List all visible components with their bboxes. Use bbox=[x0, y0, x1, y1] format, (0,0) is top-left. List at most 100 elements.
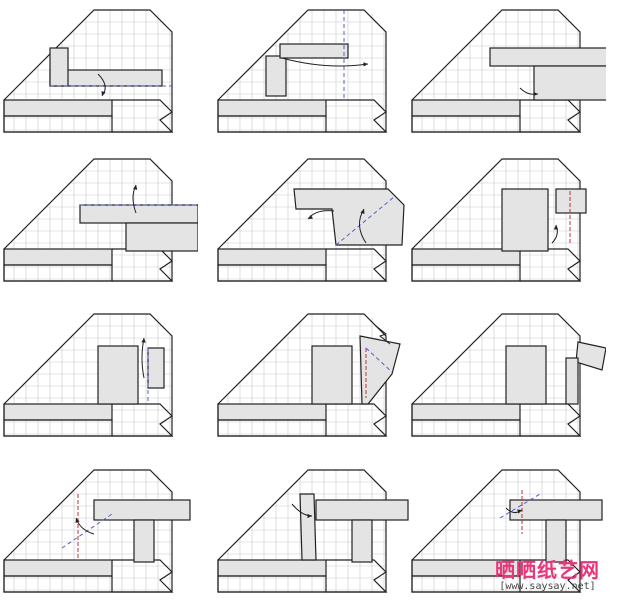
mask bbox=[2, 282, 198, 291]
step-11-drawing bbox=[216, 464, 412, 602]
fold-band bbox=[147, 347, 165, 389]
arrow-head bbox=[308, 214, 313, 219]
step-10-drawing bbox=[2, 464, 198, 602]
model-base bbox=[2, 308, 198, 446]
arrow-head bbox=[307, 513, 312, 519]
step-details bbox=[291, 493, 409, 563]
fold-band bbox=[489, 47, 606, 67]
model-base bbox=[410, 4, 606, 142]
outline bbox=[411, 9, 581, 133]
step-6-drawing bbox=[410, 153, 606, 291]
mask bbox=[216, 308, 308, 404]
mask bbox=[2, 4, 94, 100]
mask bbox=[2, 133, 198, 142]
fold-band bbox=[501, 188, 549, 252]
bottom-strip-low bbox=[3, 115, 113, 133]
fold-flap bbox=[575, 341, 606, 371]
step-details bbox=[501, 188, 587, 252]
arrow-head bbox=[133, 185, 138, 190]
zigzag-edge bbox=[112, 403, 174, 437]
step-2 bbox=[216, 4, 412, 142]
fold-band bbox=[97, 345, 139, 405]
fold-band bbox=[351, 519, 373, 563]
model-base bbox=[410, 308, 606, 446]
outline bbox=[411, 158, 581, 282]
arrow-head bbox=[533, 91, 538, 97]
zigzag-edge bbox=[112, 559, 174, 593]
mountain-line bbox=[499, 493, 541, 519]
zigzag-edge bbox=[326, 248, 388, 282]
mask bbox=[216, 133, 412, 142]
mask bbox=[2, 464, 94, 560]
step-4-drawing bbox=[2, 153, 198, 291]
zigzag-edge bbox=[326, 99, 388, 133]
bottom-strip-top bbox=[3, 248, 113, 266]
step-9-drawing bbox=[410, 308, 606, 446]
arrow bbox=[141, 337, 145, 379]
zigzag-edge bbox=[326, 559, 388, 593]
outline bbox=[217, 469, 387, 593]
fold-band bbox=[533, 65, 606, 101]
step-details bbox=[505, 341, 606, 405]
bottom-strip-top bbox=[217, 403, 327, 421]
mask bbox=[364, 464, 412, 602]
model-base bbox=[2, 464, 198, 602]
fold-flap bbox=[359, 335, 401, 405]
step-11 bbox=[216, 464, 412, 602]
mask bbox=[410, 153, 502, 249]
mask bbox=[2, 437, 198, 446]
outline bbox=[217, 9, 387, 133]
step-1 bbox=[2, 4, 198, 142]
arrow-head bbox=[75, 518, 80, 523]
step-details bbox=[293, 188, 405, 246]
model-base bbox=[410, 153, 606, 291]
outline bbox=[3, 469, 173, 593]
step-9 bbox=[410, 308, 606, 446]
outline bbox=[3, 9, 173, 133]
step-2-drawing bbox=[216, 4, 412, 142]
watermark-title: 晒晒纸艺网 bbox=[495, 558, 600, 582]
step-1-drawing bbox=[2, 4, 198, 142]
outline bbox=[411, 313, 581, 437]
fold-band bbox=[315, 499, 409, 521]
bottom-strip-top bbox=[217, 248, 327, 266]
bottom-strip-low bbox=[217, 419, 327, 437]
mask bbox=[2, 153, 94, 249]
mask bbox=[410, 308, 502, 404]
zigzag-edge bbox=[326, 403, 388, 437]
zigzag-edge bbox=[520, 403, 582, 437]
outline bbox=[411, 469, 581, 593]
mask bbox=[410, 437, 606, 446]
bottom-strip-top bbox=[3, 559, 113, 577]
bottom-strip-low bbox=[217, 575, 327, 593]
outline bbox=[3, 313, 173, 437]
arrow-head bbox=[360, 209, 365, 214]
bottom-strip-low bbox=[411, 115, 521, 133]
bottom-strip-low bbox=[3, 264, 113, 282]
step-7 bbox=[2, 308, 198, 446]
step-3 bbox=[410, 4, 606, 142]
fold-band bbox=[509, 499, 603, 521]
mask bbox=[410, 133, 606, 142]
mask bbox=[410, 464, 502, 560]
fold-band bbox=[79, 204, 198, 224]
outline bbox=[3, 158, 173, 282]
bottom-strip-top bbox=[217, 99, 327, 117]
step-5 bbox=[216, 153, 412, 291]
step-details bbox=[49, 47, 174, 97]
fold-band bbox=[565, 357, 579, 405]
fold-band bbox=[279, 43, 349, 59]
arrow bbox=[281, 57, 369, 67]
mask bbox=[2, 593, 198, 602]
step-details bbox=[79, 184, 198, 252]
watermark-logo: 晒晒纸艺网 [www.saysay.net] bbox=[495, 559, 600, 593]
arrow-head bbox=[101, 91, 106, 96]
mask bbox=[216, 282, 412, 291]
mask bbox=[150, 308, 198, 446]
step-3-drawing bbox=[410, 4, 606, 142]
zigzag-edge bbox=[112, 248, 174, 282]
mask bbox=[558, 308, 606, 446]
step-details bbox=[61, 494, 191, 563]
bottom-strip-top bbox=[3, 99, 113, 117]
